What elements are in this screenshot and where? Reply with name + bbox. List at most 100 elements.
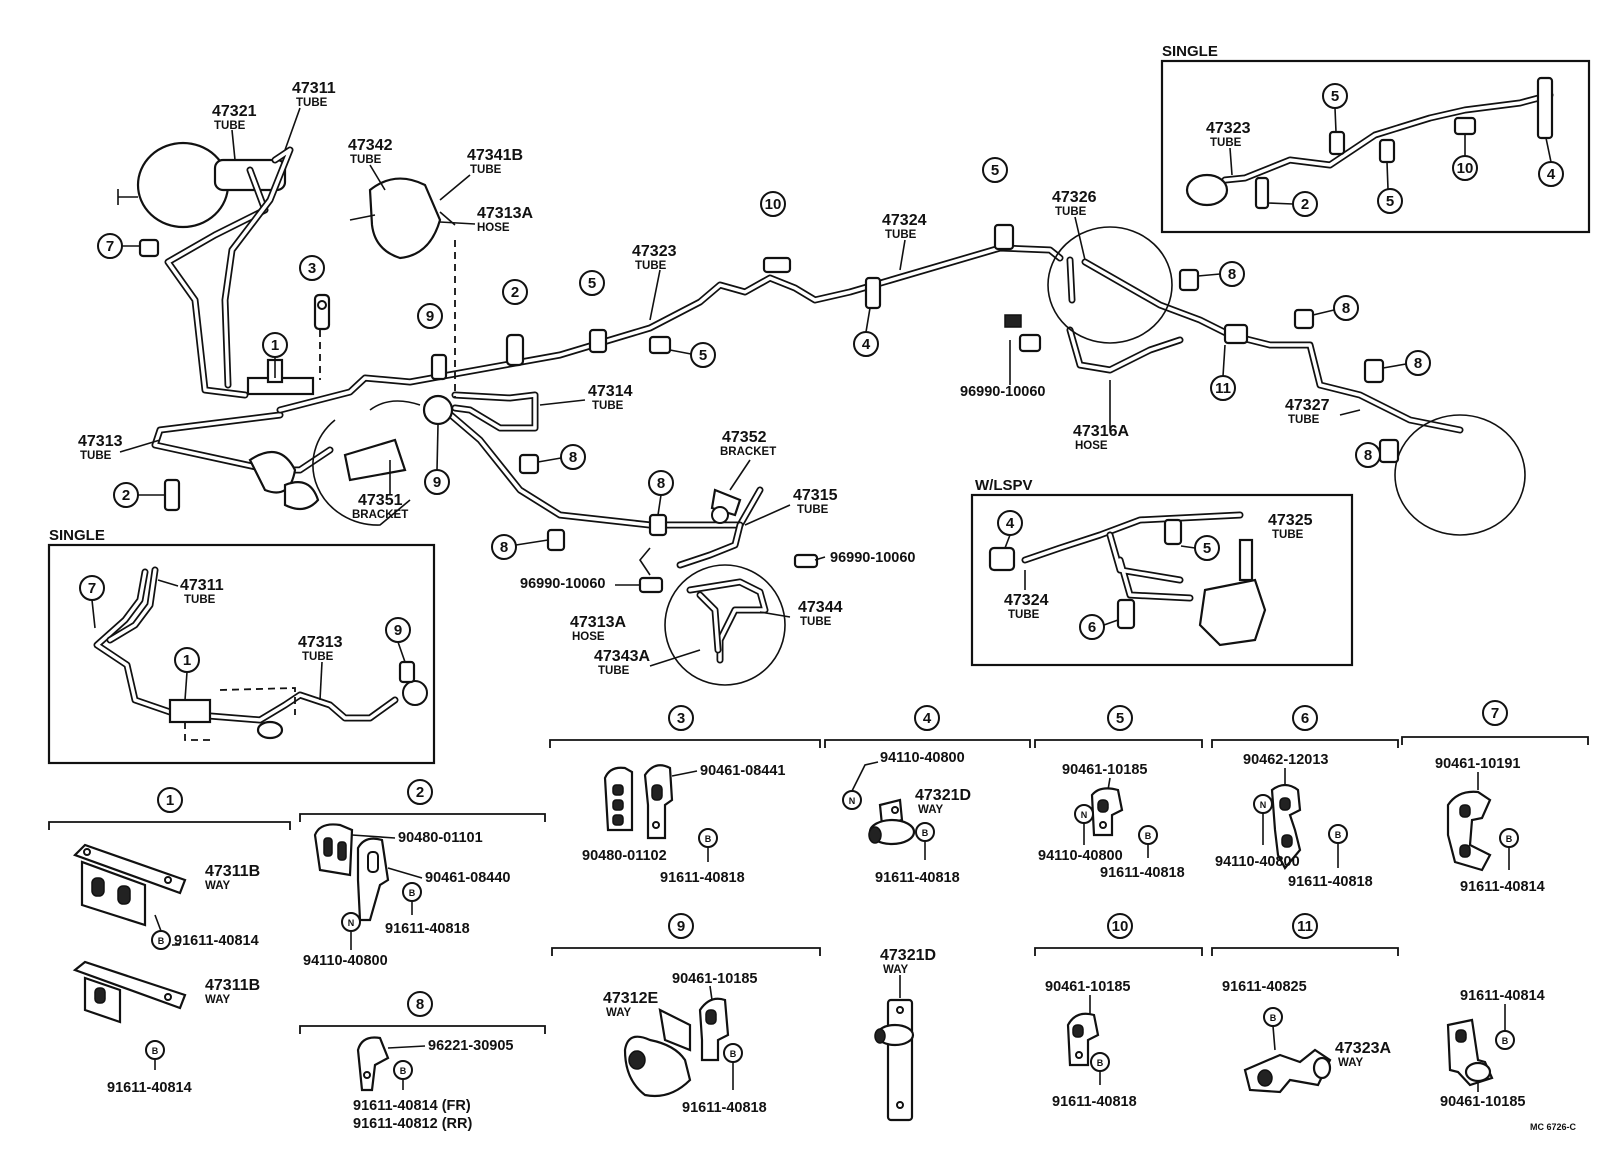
svg-text:90462-12013: 90462-12013 — [1243, 752, 1328, 768]
svg-text:N: N — [348, 918, 355, 928]
svg-text:91611-40818: 91611-40818 — [385, 921, 470, 937]
svg-text:6: 6 — [1088, 619, 1096, 636]
label-47342: 47342 — [348, 137, 393, 154]
detail-10: 10 90461-10185 B 91611-40818 — [1034, 913, 1203, 1110]
label-47344: 47344 — [798, 599, 843, 616]
svg-text:47311B: 47311B — [205, 863, 260, 880]
svg-text:91611-40814: 91611-40814 — [107, 1080, 192, 1096]
svg-text:B: B — [152, 1046, 159, 1056]
single-left-title: SINGLE — [49, 527, 105, 544]
svg-text:5: 5 — [588, 275, 596, 292]
svg-text:7: 7 — [106, 238, 114, 255]
svg-text:TUBE: TUBE — [470, 164, 502, 176]
svg-text:TUBE: TUBE — [797, 504, 829, 516]
label-96990-10060-rear: 96990-10060 — [960, 384, 1045, 400]
svg-text:3: 3 — [308, 260, 316, 277]
svg-text:94110-40800: 94110-40800 — [303, 953, 388, 969]
svg-text:91611-40818: 91611-40818 — [1288, 874, 1373, 890]
svg-text:91611-40814: 91611-40814 — [174, 933, 259, 949]
svg-text:90461-08440: 90461-08440 — [425, 870, 510, 886]
svg-text:1: 1 — [183, 652, 191, 669]
svg-text:B: B — [1502, 1036, 1509, 1046]
detail-8: 8 96221-30905 B 91611-40814 (FR) 91611-4… — [299, 991, 546, 1132]
svg-text:TUBE: TUBE — [296, 97, 328, 109]
detail-47321D: 47321D WAY — [874, 947, 936, 1122]
svg-text:9: 9 — [677, 918, 685, 935]
label-47313A-front: 47313A — [570, 614, 626, 631]
label-47351: 47351 — [358, 492, 403, 509]
svg-text:47312E: 47312E — [603, 990, 658, 1007]
svg-text:WAY: WAY — [1338, 1057, 1363, 1069]
svg-text:TUBE: TUBE — [1008, 609, 1040, 621]
svg-text:90461-10185: 90461-10185 — [1440, 1094, 1525, 1110]
svg-text:WAY: WAY — [205, 994, 230, 1006]
svg-text:91611-40818: 91611-40818 — [875, 870, 960, 886]
single-inset-left: SINGLE 47311 TUBE 47313 TUBE 7 1 9 — [47, 527, 436, 765]
detail-11: 11 91611-40825 B 47323A WAY — [1211, 913, 1399, 1094]
label-47321: 47321 — [212, 103, 257, 120]
svg-text:91611-40818: 91611-40818 — [1052, 1094, 1137, 1110]
svg-text:91611-40818: 91611-40818 — [660, 870, 745, 886]
svg-text:47324: 47324 — [1004, 592, 1049, 609]
svg-text:B: B — [1145, 831, 1152, 841]
svg-text:94110-40800: 94110-40800 — [1215, 854, 1300, 870]
detail-5: 5 90461-10185 N 94110-40800 B 91611-4081… — [1034, 705, 1203, 881]
svg-text:11: 11 — [1215, 380, 1231, 397]
svg-text:90461-10185: 90461-10185 — [1062, 762, 1147, 778]
svg-text:47321D: 47321D — [880, 947, 936, 964]
label-47341B: 47341B — [467, 147, 523, 164]
svg-text:90461-08441: 90461-08441 — [700, 763, 785, 779]
svg-text:2: 2 — [511, 284, 519, 301]
svg-text:WAY: WAY — [606, 1007, 631, 1019]
svg-text:8: 8 — [1414, 355, 1422, 372]
svg-text:N: N — [1081, 810, 1088, 820]
svg-text:TUBE: TUBE — [1055, 206, 1087, 218]
main-labels: 47311 TUBE 47321 TUBE 47342 TUBE 47341B … — [78, 80, 1361, 677]
svg-text:5: 5 — [991, 162, 999, 179]
svg-text:47313: 47313 — [298, 634, 343, 651]
svg-text:10: 10 — [1457, 160, 1474, 177]
svg-text:9: 9 — [394, 622, 402, 639]
svg-text:1: 1 — [271, 337, 279, 354]
svg-text:5: 5 — [699, 347, 707, 364]
svg-text:9: 9 — [433, 474, 441, 491]
svg-text:WAY: WAY — [918, 804, 943, 816]
svg-text:2: 2 — [122, 487, 130, 504]
label-96990-10060-right: 96990-10060 — [830, 550, 915, 566]
svg-text:90480-01102: 90480-01102 — [582, 848, 667, 864]
svg-text:6: 6 — [1301, 710, 1309, 727]
svg-text:TUBE: TUBE — [184, 594, 216, 606]
svg-text:WAY: WAY — [205, 880, 230, 892]
svg-text:8: 8 — [1342, 300, 1350, 317]
label-47316A: 47316A — [1073, 423, 1129, 440]
svg-text:8: 8 — [657, 475, 665, 492]
svg-text:2: 2 — [1301, 196, 1309, 213]
svg-text:10: 10 — [765, 196, 782, 213]
svg-text:B: B — [1270, 1013, 1277, 1023]
svg-text:47323A: 47323A — [1335, 1040, 1391, 1057]
svg-text:TUBE: TUBE — [1288, 414, 1320, 426]
drawing-code: MC 6726-C — [1530, 1122, 1577, 1132]
label-47315: 47315 — [793, 487, 838, 504]
svg-text:91611-40818: 91611-40818 — [682, 1100, 767, 1116]
svg-text:TUBE: TUBE — [214, 120, 246, 132]
svg-text:47323: 47323 — [1206, 120, 1251, 137]
svg-text:BRACKET: BRACKET — [720, 446, 776, 458]
svg-text:B: B — [400, 1066, 407, 1076]
svg-text:8: 8 — [1228, 266, 1236, 283]
detail-2: 2 90480-01101 90461-08440 B 91611-40818 … — [299, 779, 546, 969]
svg-text:90461-10191: 90461-10191 — [1435, 756, 1520, 772]
svg-text:47311B: 47311B — [205, 977, 260, 994]
svg-text:9: 9 — [426, 308, 434, 325]
svg-text:TUBE: TUBE — [592, 400, 624, 412]
label-47314: 47314 — [588, 383, 633, 400]
wlspv-inset: W/LSPV 4 5 6 47325 TUBE 47324 TUBE — [970, 477, 1354, 667]
svg-text:WAY: WAY — [883, 964, 908, 976]
svg-text:5: 5 — [1386, 193, 1394, 210]
svg-text:B: B — [730, 1049, 737, 1059]
svg-text:4: 4 — [1006, 515, 1015, 532]
single-inset-top-right: SINGLE 47323 TUBE 5 2 5 10 4 — [1160, 43, 1591, 234]
front-right-rotor — [664, 564, 786, 686]
svg-text:5: 5 — [1116, 710, 1124, 727]
